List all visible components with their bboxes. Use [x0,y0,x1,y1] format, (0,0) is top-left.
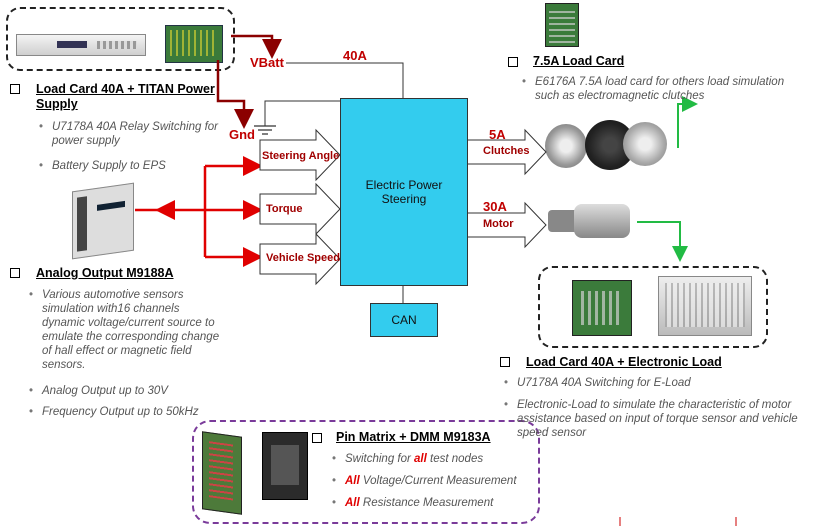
analog-bullet-3: Frequency Output up to 50kHz [29,405,222,419]
titan-bullet-1: U7178A 40A Relay Switching for power sup… [39,120,222,148]
input-label-steering-angle: Steering Angle [262,150,340,162]
checkbox-icon [500,357,510,367]
analog-trunk [135,166,207,257]
gnd-symbol [254,125,276,135]
analog-title: Analog Output M9188A [36,266,174,280]
top-instruments-frame [6,7,235,71]
supply-arrow-vbatt [231,34,282,59]
output-label-clutches: Clutches [483,145,530,157]
output-current-30a: 30A [483,199,507,214]
load75-title: 7.5A Load Card [533,54,625,68]
checkbox-icon [312,433,322,443]
eload-frame [538,266,768,348]
output-current-5a: 5A [489,127,506,142]
titan-bullet-2: Battery Supply to EPS [39,159,222,173]
checkbox-icon [508,57,518,67]
can-label: CAN [391,313,417,327]
load75-bullet-1: E6176A 7.5A load card for others load si… [522,75,805,103]
checkbox-icon [10,84,20,94]
analog-bullet-1: Various automotive sensors simulation wi… [29,288,220,372]
input-label-vehicle-speed: Vehicle Speed [266,252,340,264]
vbatt-line [286,62,404,98]
eload-title: Load Card 40A + Electronic Load [526,355,722,369]
pin-matrix-frame [192,420,540,524]
gnd-label: Gnd [229,127,255,142]
input-arrow-torque [259,182,341,236]
vbatt-label: VBatt [250,55,284,70]
pin-matrix-bullet-1: Switching for all test nodes [332,452,525,466]
output-arrow-motor [465,201,547,249]
can-block: CAN [370,303,438,337]
input-label-torque: Torque [266,203,303,215]
output-label-motor: Motor [483,218,514,230]
load-card-40a-image [165,25,223,63]
supply-arrow-gnd [216,60,254,129]
electronic-load-image [658,276,752,336]
pin-matrix-bullet-2: All Voltage/Current Measurement [332,474,531,488]
input-arrow-steering [259,128,341,182]
titan-title: Load Card 40A + TITAN Power Supply [36,82,215,111]
analog-bullet-2: Analog Output up to 30V [29,384,222,398]
input-arrow-speed [259,232,341,286]
green-arrow-75a [677,96,698,148]
pin-matrix-bullet-3: All Resistance Measurement [332,496,525,510]
clutches-image [545,120,667,176]
titan-power-supply-image [16,34,146,56]
eps-block-label: Electric Power Steering [365,178,443,206]
eps-block: Electric Power Steering [340,98,468,286]
motor-image [548,198,634,250]
current-40a-label: 40A [343,48,367,63]
eload-bullet-2: Electronic-Load to simulate the characte… [504,398,813,440]
pin-matrix-title: Pin Matrix + DMM M9183A [336,430,491,444]
load-card-eload-image [572,280,632,336]
green-arrow-eload [637,221,688,262]
gnd-line [264,100,340,126]
eload-bullet-1: U7178A 40A Switching for E-Load [504,376,807,390]
output-arrow-clutches [465,128,547,176]
checkbox-icon [10,268,20,278]
load-card-75a-image [545,3,579,47]
dmm-m9183a-image [262,432,308,500]
